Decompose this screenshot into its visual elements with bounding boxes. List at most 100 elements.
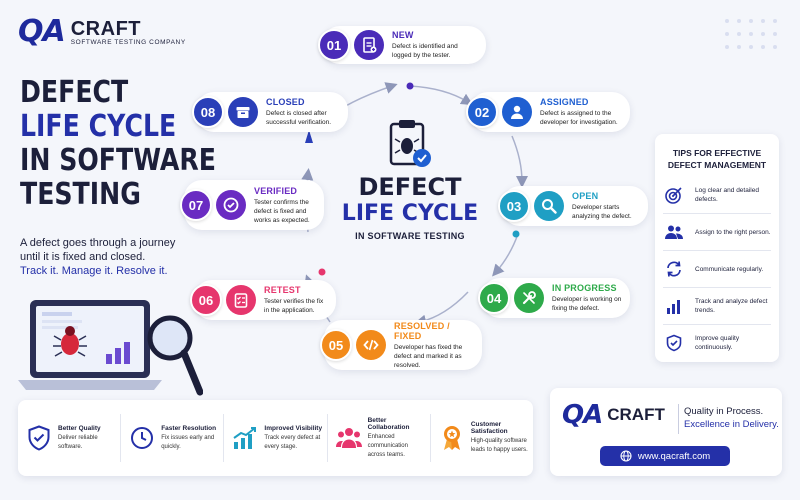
tip-item: Improve quality continuously. [663,325,771,361]
stage-assigned: 02 ASSIGNED Defect is assigned to the de… [466,92,630,132]
target-icon [663,186,685,204]
tip-text: Improve quality continuously. [695,335,740,351]
stage-name: VERIFIED [254,185,298,196]
stage-name: CLOSED [266,97,305,107]
benefit-item: Better Collaboration Enhanced communicat… [328,414,431,462]
benefit-title: Better Quality [58,424,101,432]
stage-description: Tester verifies the fix in the applicati… [264,298,324,314]
website-link[interactable]: www.qacraft.com [600,446,730,466]
stage-name: RETEST [264,285,301,295]
bar-chart-icon [663,297,685,315]
intro-description: A defect goes through a journey until it… [20,237,176,263]
document-icon [354,30,384,60]
benefit-item: Better Quality Deliver reliable software… [18,414,122,462]
tips-panel: TIPS FOR EFFECTIVE DEFECT MANAGEMENT Log… [655,134,779,362]
brand-tagline: Quality in Process. Excellence in Delive… [684,405,780,431]
tip-text: Assign to the right person. [695,228,771,236]
benefit-item: Customer Satisfaction High-quality softw… [431,414,533,462]
benefit-title: Customer Satisfaction [470,421,508,435]
benefit-description: Enhanced communication across teams. [367,433,408,458]
stage-retest: 06 RETEST Tester verifies the fix in the… [190,280,336,320]
tip-item: Assign to the right person. [663,214,771,251]
tagline-line-1: Quality in Process. [684,406,764,417]
title-line-3: IN SOFTWARE [20,143,217,178]
stage-description: Defect is identified and logged by the t… [392,43,458,59]
laptop-bug-illustration [18,300,203,396]
benefit-description: Deliver reliable software. [58,434,98,450]
benefits-bar: Better Quality Deliver reliable software… [18,400,533,476]
tip-text: Track and analyze defect trends. [695,298,768,314]
stage-name: RESOLVED / FIXED [394,320,450,341]
benefit-title: Improved Visibility [264,424,323,432]
benefit-description: High-quality software leads to happy use… [470,438,528,453]
tip-item: Communicate regularly. [663,251,771,288]
stage-description: Developer starts analyzing the defect. [572,204,632,220]
website-url: www.qacraft.com [637,450,711,462]
globe-icon [620,450,632,462]
checklist-icon [226,285,256,315]
tip-text: Communicate regularly. [695,265,764,273]
stage-number: 05 [320,329,352,361]
stage-resolved-fixed: 05 RESOLVED / FIXED Developer has fixed … [320,320,482,370]
intro-highlight: Track it. Manage it. Resolve it. [20,265,168,277]
user-icon [502,97,532,127]
stage-name: IN PROGRESS [552,283,617,293]
brand-logo-name: CRAFT [607,405,665,424]
benefit-description: Track every defect at every stage. [264,434,321,450]
title-line-2: LIFE CYCLE [20,109,177,144]
stage-verified: 07 VERIFIED Tester confirms the defect i… [180,180,324,230]
clock-icon [129,426,155,450]
stage-number: 03 [498,190,530,222]
people-icon [663,224,685,240]
decorative-dots [725,19,777,49]
code-icon [356,330,386,360]
stage-name: OPEN [572,191,599,201]
stage-number: 04 [478,282,510,314]
cycle-center: DEFECT LIFE CYCLE IN SOFTWARE TESTING [340,118,480,241]
tagline-line-2: Excellence in Delivery. [684,419,779,430]
stage-closed: 08 CLOSED Defect is closed after success… [192,92,348,132]
stage-description: Defect is closed after successful verifi… [266,110,332,126]
stage-name: ASSIGNED [540,97,589,107]
refresh-icon [663,260,685,278]
stage-description: Developer is working on fixing the defec… [552,296,622,312]
stage-description: Tester confirms the defect is fixed and … [254,198,310,224]
brand-divider [678,404,679,434]
stage-new: 01 NEW Defect is identified and logged b… [318,26,486,64]
intro-text: A defect goes through a journey until it… [20,236,195,278]
tip-item: Track and analyze defect trends. [663,288,771,325]
brand-logo-mark: QA [562,400,603,430]
award-icon [439,425,465,451]
archive-box-icon [228,97,258,127]
benefit-title: Faster Resolution [161,424,217,432]
qacraft-logo: QA CRAFT SOFTWARE TESTING COMPANY [18,14,186,49]
stage-number: 06 [190,284,222,316]
stage-number: 01 [318,29,350,61]
tip-item: Log clear and detailed defects. [663,177,771,214]
stage-description: Developer has fixed the defect and marke… [394,343,463,369]
logo-name: CRAFT [70,17,141,40]
logo-subtitle: SOFTWARE TESTING COMPANY [70,38,186,46]
tips-title: TIPS FOR EFFECTIVE DEFECT MANAGEMENT [667,148,767,170]
wrench-icon [514,283,544,313]
stage-number: 07 [180,189,212,221]
stage-name: NEW [392,30,414,40]
benefit-title: Better Collaboration [367,416,410,431]
team-icon [335,427,362,449]
title-line-4: TESTING [20,177,141,212]
stage-in-progress: 04 IN PROGRESS Developer is working on f… [478,278,630,318]
clipboard-bug-icon [389,120,431,167]
trend-chart-icon [232,426,258,450]
tip-text: Log clear and detailed defects. [695,187,759,203]
shield-check-icon [26,425,52,451]
stage-number: 02 [466,96,498,128]
logo-mark: QA [18,14,66,49]
benefit-item: Improved Visibility Track every defect a… [224,414,328,462]
page-title: DEFECT LIFE CYCLE IN SOFTWARE TESTING [20,76,216,212]
benefit-description: Fix issues early and quickly. [161,434,215,450]
stage-description: Defect is assigned to the developer for … [540,110,618,126]
brand-logo: QA CRAFT [562,400,665,430]
magnifier-icon [534,191,564,221]
center-subtitle: LIFE CYCLE [341,201,479,226]
center-caption: IN SOFTWARE TESTING [355,231,465,241]
